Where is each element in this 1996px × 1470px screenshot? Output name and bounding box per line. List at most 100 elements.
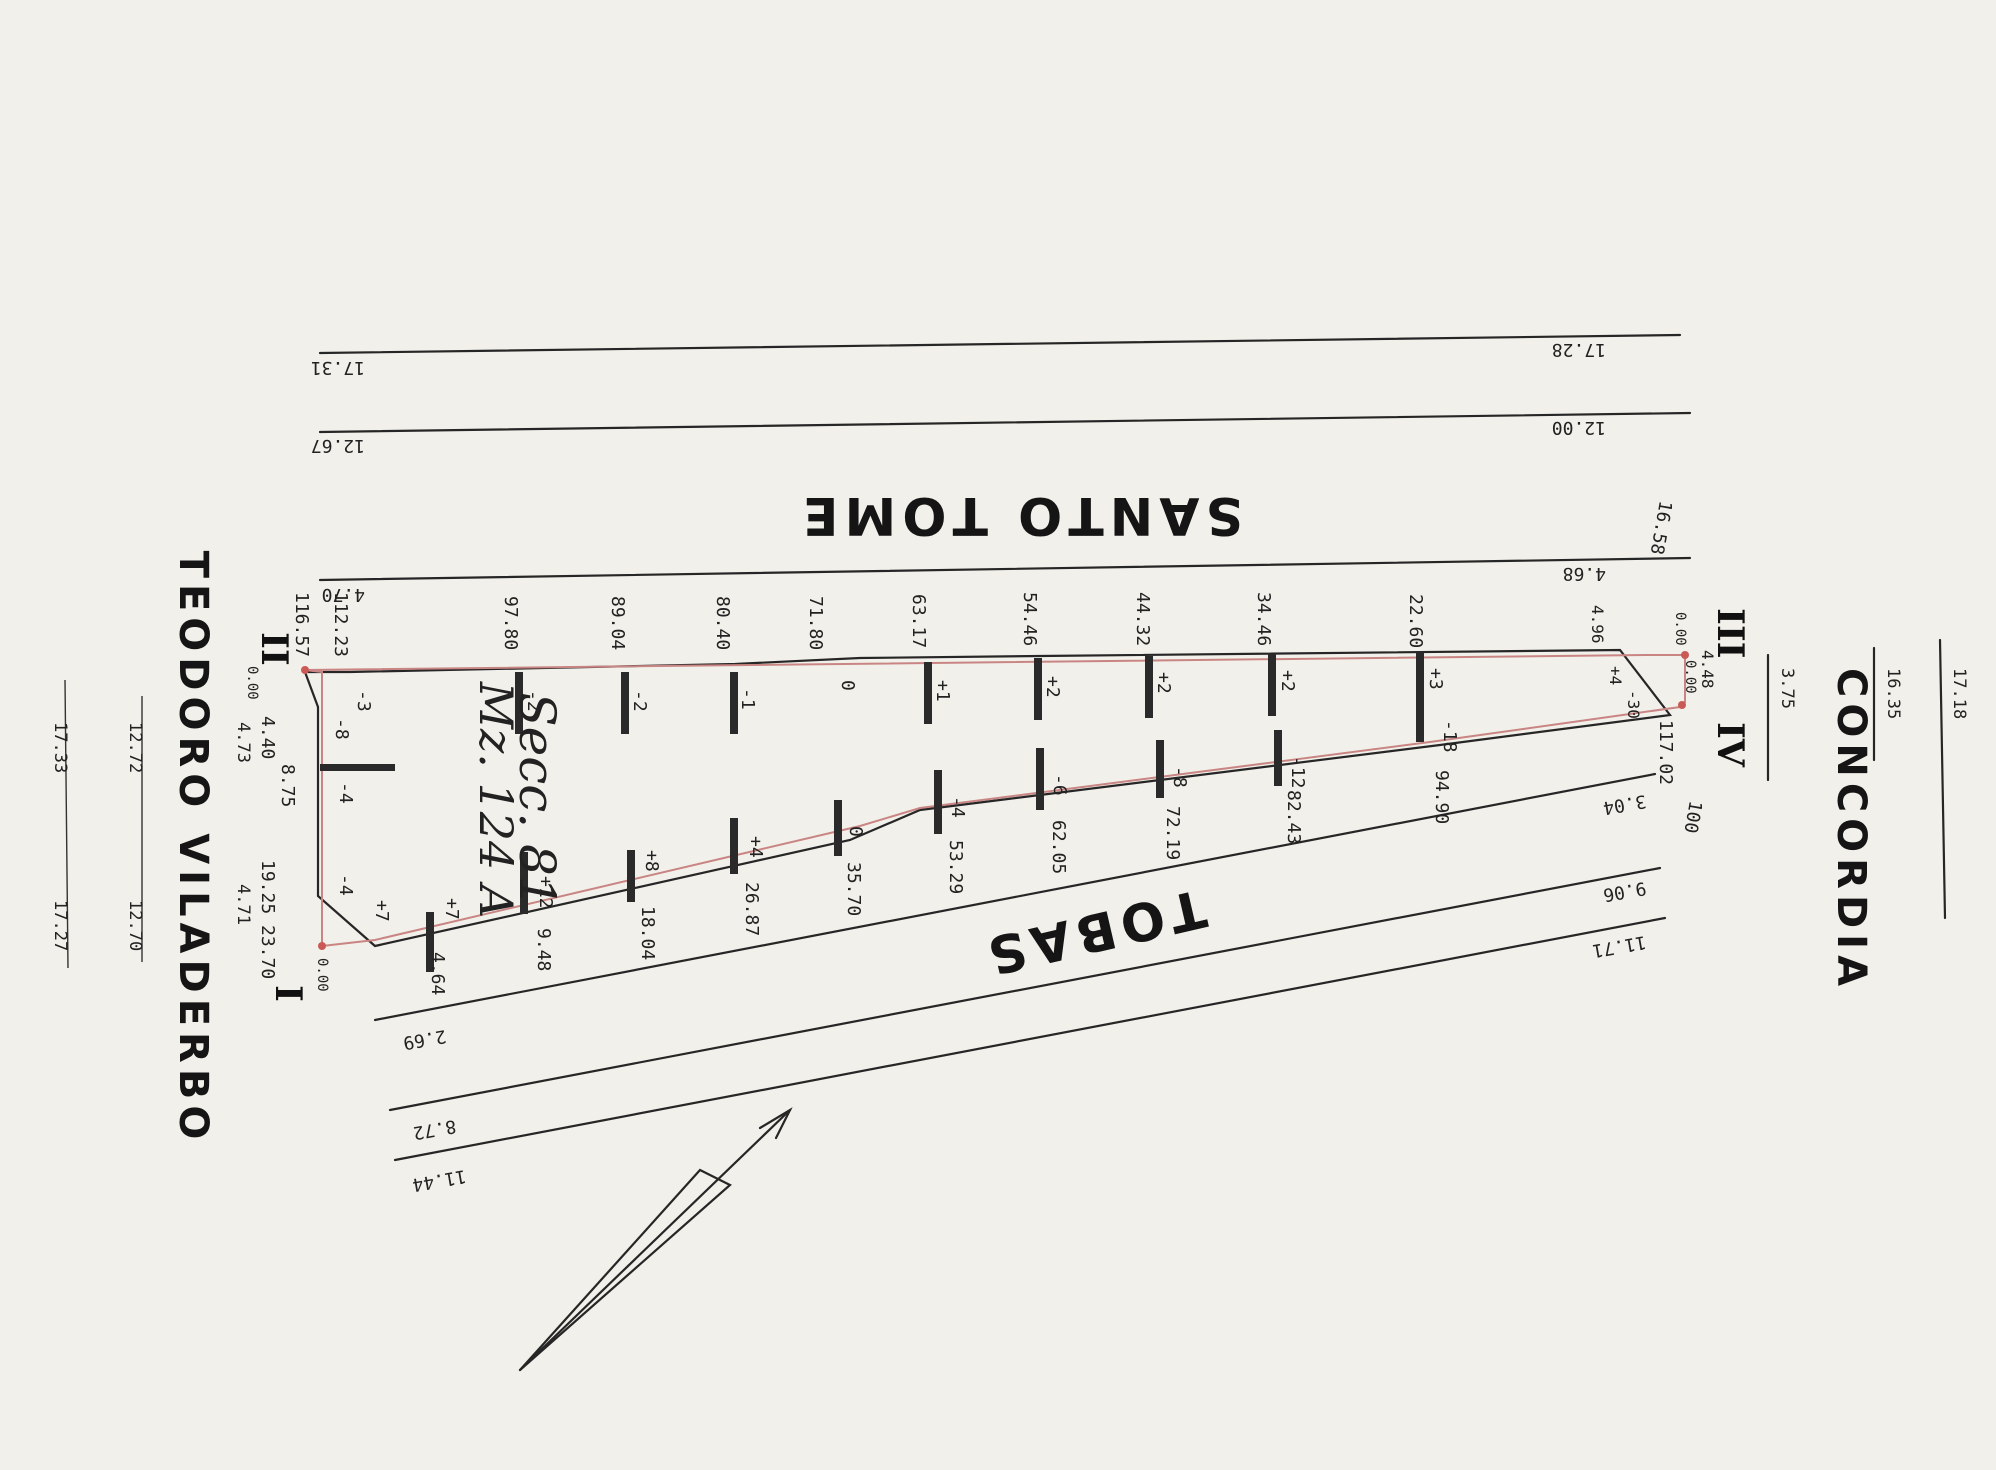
svg-text:97.80: 97.80 xyxy=(500,596,521,650)
svg-text:+2: +2 xyxy=(1153,672,1174,694)
svg-text:-4: -4 xyxy=(947,796,968,818)
svg-text:-1: -1 xyxy=(737,688,758,710)
svg-text:11.71: 11.71 xyxy=(1591,931,1648,961)
block-manzana: Mz. 124 A xyxy=(469,681,523,918)
svg-text:2.69: 2.69 xyxy=(401,1025,447,1053)
svg-text:35.70: 35.70 xyxy=(843,862,864,916)
svg-text:26.87: 26.87 xyxy=(741,882,762,936)
svg-text:+3: +3 xyxy=(1425,668,1446,690)
svg-text:+1: +1 xyxy=(932,680,953,702)
svg-text:-4: -4 xyxy=(335,874,356,896)
svg-text:34.46: 34.46 xyxy=(1253,592,1274,646)
lower-values: +7 +7 +12 +8 +4 0 -4 -6 -8 -12 -18 -30 xyxy=(371,690,1643,922)
vertex-point-iii xyxy=(1681,651,1689,659)
svg-text:3.04: 3.04 xyxy=(1601,790,1647,818)
svg-text:-8: -8 xyxy=(331,718,352,740)
svg-text:-2: -2 xyxy=(629,690,650,712)
svg-text:19.25: 19.25 xyxy=(257,860,278,914)
svg-text:0.00: 0.00 xyxy=(244,666,260,700)
street-line-tobas-a xyxy=(373,772,1657,1022)
svg-text:+2: +2 xyxy=(1042,676,1063,698)
vertex-iii: III xyxy=(1709,608,1751,659)
svg-text:18.04: 18.04 xyxy=(637,906,658,960)
svg-text:+2: +2 xyxy=(1277,670,1298,692)
lot-boundary-red xyxy=(304,654,1686,948)
vertex-point-i xyxy=(318,942,326,950)
street-line-right-c xyxy=(1938,638,1947,920)
svg-text:116.57: 116.57 xyxy=(291,592,312,657)
street-line-second xyxy=(318,411,1692,434)
svg-text:54.46: 54.46 xyxy=(1019,592,1040,646)
svg-text:3.75: 3.75 xyxy=(1777,668,1797,709)
svg-text:-3: -3 xyxy=(353,690,374,712)
svg-text:17.18: 17.18 xyxy=(1949,668,1969,719)
svg-text:17.31: 17.31 xyxy=(311,357,365,378)
svg-text:8.75: 8.75 xyxy=(277,764,298,807)
svg-text:0.00: 0.00 xyxy=(1682,660,1698,694)
street-teodoro-viladerbo: TEODORO VILADERBO xyxy=(170,551,216,1146)
svg-text:80.40: 80.40 xyxy=(712,596,733,650)
svg-text:4.64: 4.64 xyxy=(427,952,448,995)
street-concordia: CONCORDIA xyxy=(1828,668,1874,992)
svg-text:63.17: 63.17 xyxy=(908,594,929,648)
svg-text:53.29: 53.29 xyxy=(945,840,966,894)
vertex-ii: II xyxy=(253,632,295,666)
svg-text:0.00: 0.00 xyxy=(314,958,330,992)
svg-text:4.48: 4.48 xyxy=(1698,650,1717,689)
svg-text:4.96: 4.96 xyxy=(1588,605,1607,644)
block-seccion: Secc. 81 xyxy=(508,692,566,907)
svg-text:17.33: 17.33 xyxy=(50,722,70,773)
svg-text:-18: -18 xyxy=(1439,720,1460,753)
svg-text:-12: -12 xyxy=(1287,756,1308,789)
svg-text:+4: +4 xyxy=(745,836,766,858)
street-line-tobas-b xyxy=(388,866,1662,1112)
svg-text:4.71: 4.71 xyxy=(233,884,253,925)
zero-marks: 0.00 0.00 0.00 0.00 xyxy=(244,612,1698,992)
svg-text:-6: -6 xyxy=(1049,774,1070,796)
svg-text:4.70: 4.70 xyxy=(322,584,365,605)
svg-text:62.05: 62.05 xyxy=(1048,820,1069,874)
svg-text:100: 100 xyxy=(1679,799,1705,835)
svg-text:23.70: 23.70 xyxy=(257,925,278,979)
svg-text:9.06: 9.06 xyxy=(1601,877,1647,905)
svg-text:-8: -8 xyxy=(1169,766,1190,788)
svg-text:12.72: 12.72 xyxy=(125,722,145,773)
svg-text:+4: +4 xyxy=(1606,666,1625,685)
svg-text:0: 0 xyxy=(845,826,866,837)
svg-text:4.68: 4.68 xyxy=(1563,563,1606,584)
svg-text:+8: +8 xyxy=(641,850,662,872)
street-tobas: TOBAS xyxy=(976,877,1211,987)
svg-text:11.44: 11.44 xyxy=(411,1165,468,1195)
svg-text:89.04: 89.04 xyxy=(607,596,628,650)
street-line-left-b xyxy=(64,679,69,969)
north-arrow xyxy=(518,1107,793,1372)
svg-text:117.02: 117.02 xyxy=(1655,720,1676,785)
svg-text:4.40: 4.40 xyxy=(257,716,278,759)
upper-stations: 116.57 112.23 97.80 89.04 80.40 71.80 63… xyxy=(291,592,1607,657)
svg-text:12.00: 12.00 xyxy=(1552,417,1606,438)
svg-text:9.48: 9.48 xyxy=(533,928,554,971)
vertex-point-ii xyxy=(301,666,309,674)
left-stations: 4.40 8.75 19.25 23.70 -8 -4 -4 xyxy=(257,716,356,979)
svg-text:4.73: 4.73 xyxy=(233,722,253,763)
svg-text:+12: +12 xyxy=(535,876,556,909)
lower-stations: 4.64 9.48 18.04 26.87 35.70 53.29 62.05 … xyxy=(427,720,1676,995)
vertex-iv: IV xyxy=(1709,722,1751,768)
svg-text:16.35: 16.35 xyxy=(1883,668,1903,719)
lot-boundary xyxy=(303,648,1673,948)
street-line-lot-top xyxy=(318,556,1692,582)
street-line-top xyxy=(318,333,1682,355)
svg-text:17.27: 17.27 xyxy=(50,900,70,951)
vertex-i: I xyxy=(267,985,309,1002)
svg-text:16.58: 16.58 xyxy=(1646,499,1676,556)
svg-text:112.23: 112.23 xyxy=(330,592,351,657)
svg-text:12.70: 12.70 xyxy=(125,900,145,951)
svg-text:-4: -4 xyxy=(335,782,356,804)
svg-text:+7: +7 xyxy=(371,900,392,922)
svg-text:72.19: 72.19 xyxy=(1162,806,1183,860)
svg-text:71.80: 71.80 xyxy=(805,596,826,650)
svg-text:0: 0 xyxy=(837,680,858,691)
svg-text:8.72: 8.72 xyxy=(411,1115,457,1143)
svg-text:+7: +7 xyxy=(441,898,462,920)
